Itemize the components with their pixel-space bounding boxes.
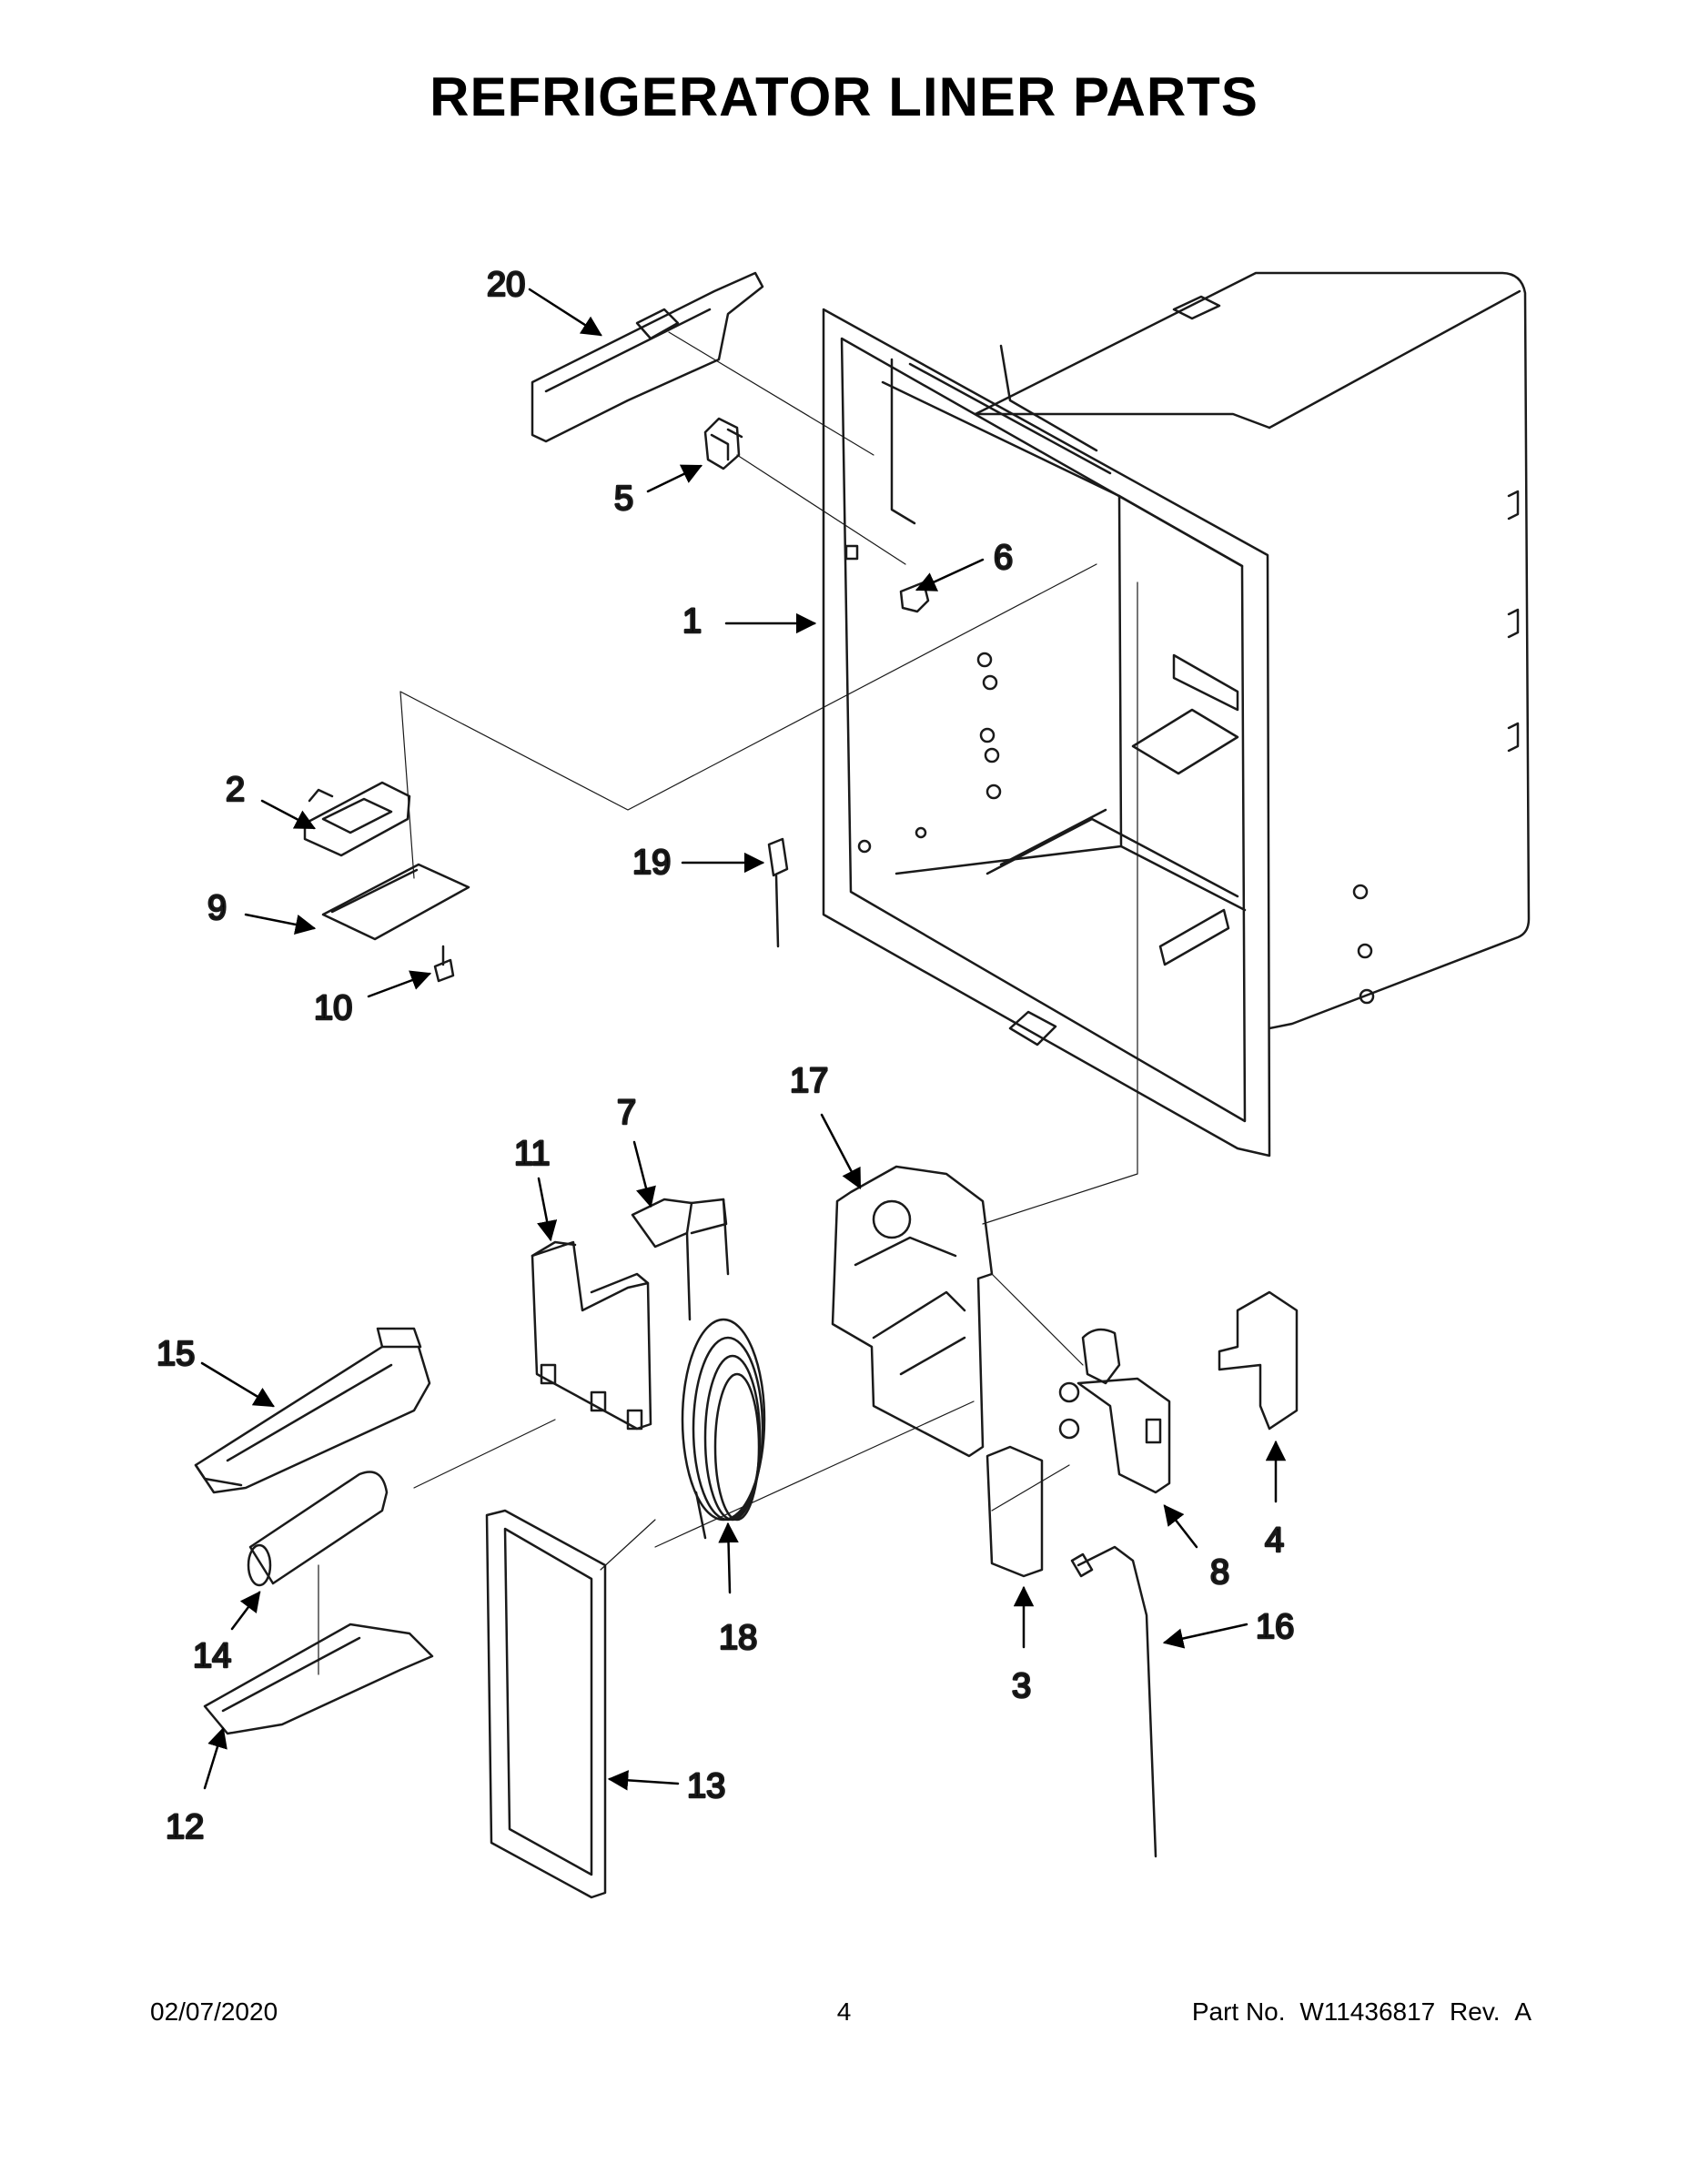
switch-part-7 [631,1198,730,1321]
thermistor-part-19 [767,837,789,948]
module-part-2 [303,781,411,857]
duct-part-11 [531,1240,652,1431]
callout-arrows [200,288,1287,1791]
tray-part-9 [321,863,470,941]
callout-17: 17 [790,1062,828,1100]
part-label: Part No. [1191,1997,1286,2026]
filter-housing-part-15 [194,1327,431,1494]
panel-part-13 [485,1509,607,1899]
callout-7: 7 [617,1094,636,1132]
callout-13: 13 [687,1767,725,1805]
callout-14: 14 [193,1637,231,1675]
callout-1: 1 [682,602,702,641]
part-number: W11436817 [1299,1997,1436,2026]
callout-19: 19 [632,844,671,882]
callout-4: 4 [1265,1522,1284,1560]
bracket-part-4 [1218,1290,1299,1431]
callout-12: 12 [166,1808,204,1846]
heater-coil-part-18 [681,1318,766,1540]
callout-5: 5 [614,480,633,518]
rev-value: A [1514,1997,1531,2026]
water-tube-part-16 [1070,1545,1157,1858]
callout-9: 9 [207,889,227,927]
cover-part-20 [531,271,764,443]
callout-10: 10 [314,989,352,1027]
callout-15: 15 [157,1335,195,1373]
tray-part-12 [203,1623,434,1735]
callout-3: 3 [1012,1667,1031,1705]
callout-20: 20 [487,266,525,304]
callout-6: 6 [994,539,1013,577]
footer-page-number: 4 [836,1997,852,2026]
screw-part-10 [433,945,455,983]
footer-date: 02/07/2020 [150,1997,278,2026]
water-valve-part-8 [1058,1328,1171,1494]
clip-part-3 [986,1445,1044,1578]
dispenser-housing-part-17 [831,1165,994,1458]
callout-16: 16 [1256,1608,1294,1646]
page-title: REFRIGERATOR LINER PARTS [430,66,1258,127]
footer-part-info: Part No. W11436817 Rev. A [1185,1997,1531,2027]
callout-11: 11 [514,1135,550,1173]
callout-2: 2 [226,771,245,809]
callout-18: 18 [719,1619,757,1657]
filter-cartridge-part-14 [247,1471,389,1587]
explosion-lines [318,331,1138,1675]
knob-part-5 [703,417,743,470]
liner-cabinet-part [822,271,1531,1158]
callout-8: 8 [1210,1553,1229,1592]
rev-label: Rev. [1450,1997,1501,2026]
